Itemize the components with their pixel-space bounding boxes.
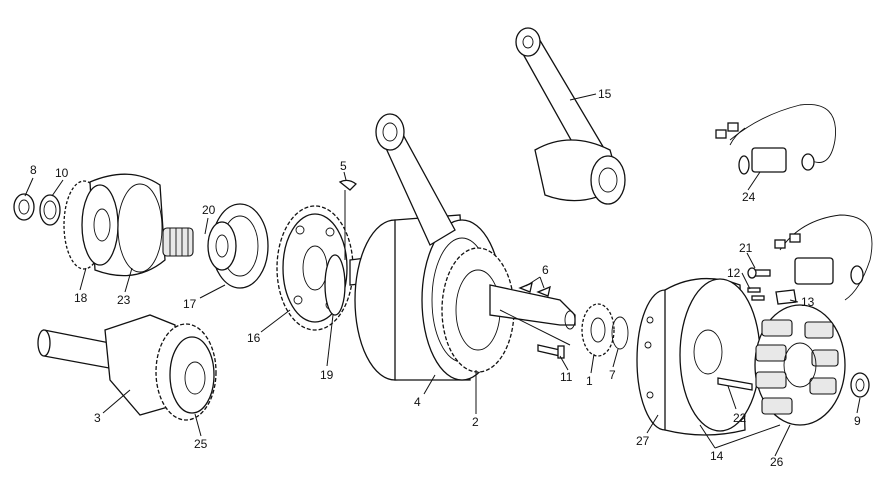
leader-lines	[24, 93, 861, 457]
label-18: 18	[74, 291, 88, 305]
thrust-washer-part-19	[324, 254, 346, 316]
flywheel-part-27	[636, 277, 761, 436]
label-22: 22	[733, 411, 747, 425]
stator-part-26	[754, 304, 846, 426]
spring-ring-part-23	[117, 183, 163, 273]
shaft-part-3	[37, 314, 176, 416]
label-3: 3	[94, 411, 101, 425]
label-8: 8	[30, 163, 37, 177]
label-20: 20	[202, 203, 216, 217]
part-labels: 8 10 18 23 17 20 16 19 5 6 4 2 11 1 7 15…	[30, 87, 861, 469]
label-23: 23	[117, 293, 131, 307]
gear-drum-part-18	[63, 173, 166, 277]
label-12: 12	[727, 266, 741, 280]
main-shaft	[489, 284, 576, 330]
screws-part-12	[747, 287, 765, 301]
one-way-clutch-part-17	[207, 203, 269, 289]
label-10: 10	[55, 166, 69, 180]
needle-bearing-part-20	[162, 227, 194, 257]
label-14: 14	[710, 449, 724, 463]
label-1: 1	[586, 374, 593, 388]
label-11: 11	[560, 370, 573, 384]
label-27: 27	[636, 434, 650, 448]
label-21: 21	[739, 241, 753, 255]
label-5: 5	[340, 159, 347, 173]
stator-cable	[774, 214, 873, 301]
circlip-part-7	[611, 316, 629, 350]
washer-part-10	[39, 194, 61, 226]
label-6: 6	[542, 263, 549, 277]
nut-part-9	[850, 372, 870, 398]
nut-part-8	[13, 193, 35, 221]
sprocket-part-1	[581, 303, 615, 357]
label-25: 25	[194, 437, 208, 451]
label-16: 16	[247, 331, 261, 345]
label-2: 2	[472, 415, 479, 429]
sensor-part-24	[715, 103, 837, 175]
bolt-part-22	[717, 377, 753, 391]
gear-part-25	[155, 323, 217, 421]
label-19: 19	[320, 368, 334, 382]
connecting-rod-part-15	[515, 27, 626, 205]
label-13: 13	[801, 295, 815, 309]
label-7: 7	[609, 368, 616, 382]
label-17: 17	[183, 297, 197, 311]
key-part-5	[338, 179, 357, 191]
label-15: 15	[598, 87, 612, 101]
screw-part-21	[747, 267, 771, 279]
label-9: 9	[854, 414, 861, 428]
label-4: 4	[414, 395, 421, 409]
label-24: 24	[742, 190, 756, 204]
label-26: 26	[770, 455, 784, 469]
plate-part-13	[775, 289, 797, 305]
